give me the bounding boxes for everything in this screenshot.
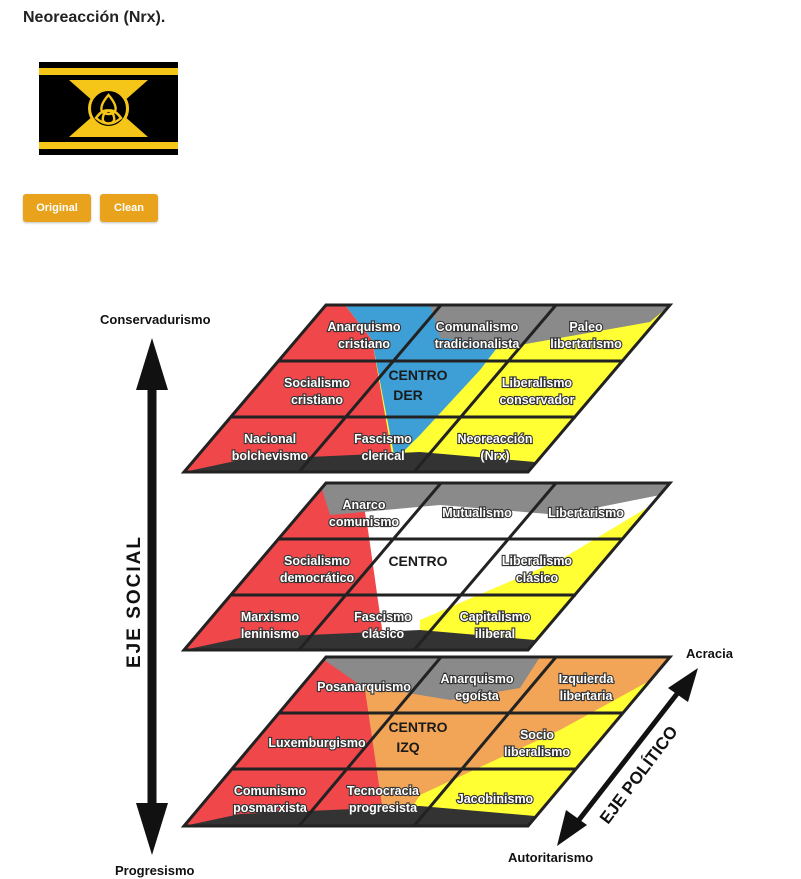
cell-label-middle-2: Libertarismo — [548, 506, 624, 520]
cell-label-top-7: Neoreacción(Nrx) — [457, 432, 532, 463]
layer-middle — [180, 481, 674, 652]
layer-bottom — [180, 655, 674, 828]
axis-politico-bottom-label: Autoritarismo — [508, 850, 593, 865]
cell-label-bottom-7: Jacobinismo — [457, 792, 534, 806]
cell-label-middle-1: Mutualismo — [442, 506, 512, 520]
axis-politico-top-label: Acracia — [686, 646, 734, 661]
axis-social-label: EJE SOCIAL — [124, 535, 145, 668]
cell-label-bottom-0: Posanarquismo — [317, 680, 411, 694]
center-label-middle: CENTRO — [388, 553, 447, 569]
cell-label-bottom-3: Luxemburgismo — [268, 736, 366, 750]
political-axis — [557, 668, 698, 846]
neoreaction-flag — [39, 62, 178, 155]
political-compass-diagram: Conservadurismo Progresismo EJE SOCIAL A… — [100, 303, 734, 878]
social-axis — [136, 338, 168, 855]
page-title: Neoreacción (Nrx). — [23, 9, 166, 26]
original-button[interactable]: Original — [23, 194, 91, 222]
axis-social-bottom-label: Progresismo — [115, 863, 195, 878]
axis-social-top-label: Conservadurismo — [100, 312, 211, 327]
clean-button[interactable]: Clean — [100, 194, 158, 222]
axis-politico-label: EJE POLÍTICO — [596, 722, 682, 827]
layer-top — [180, 303, 674, 474]
